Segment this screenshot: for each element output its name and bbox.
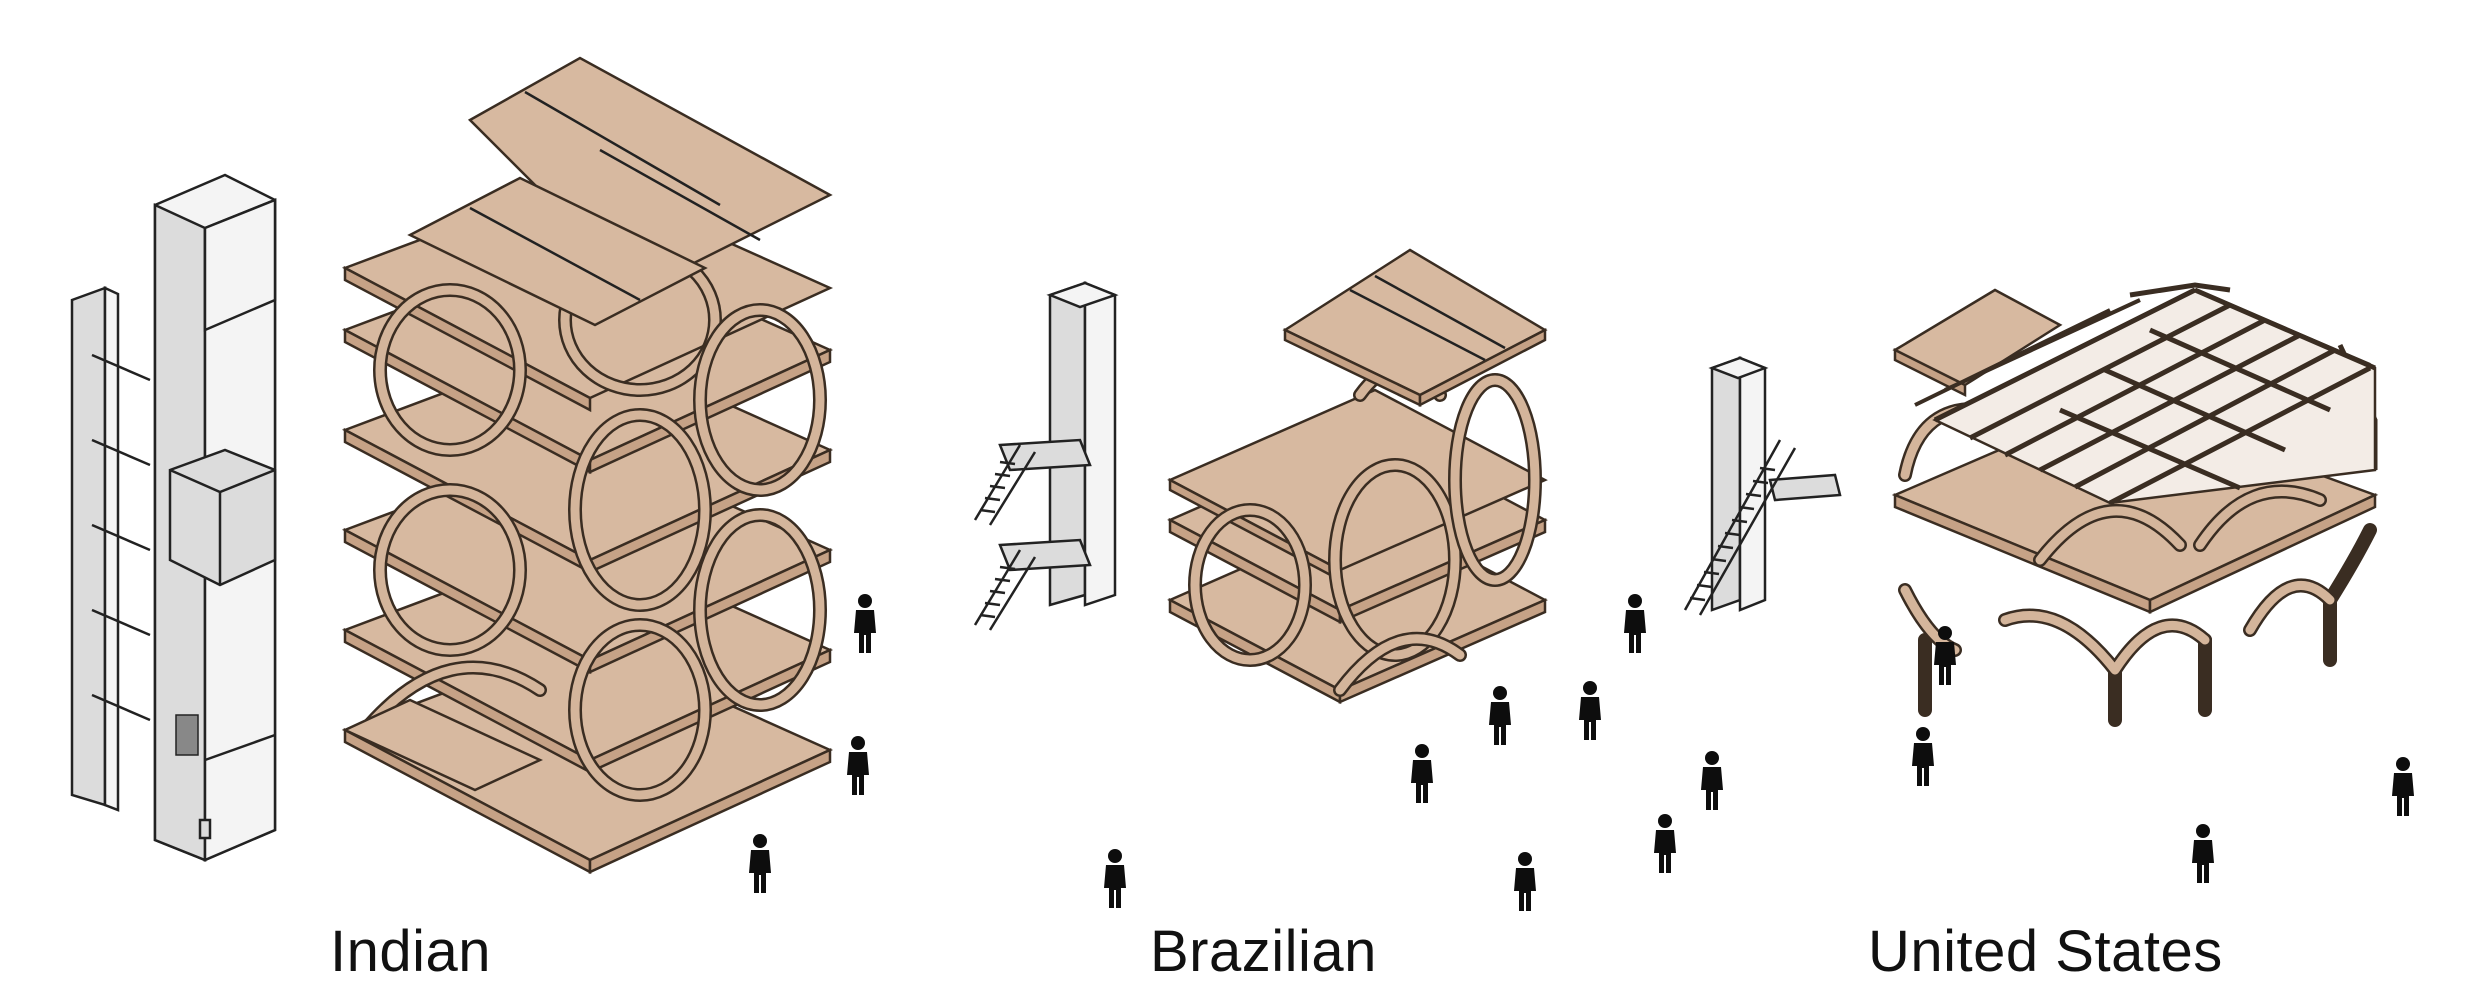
person-figure [1579, 681, 1601, 740]
person-figure [1514, 852, 1536, 911]
caption-indian: Indian [330, 919, 492, 984]
person-figure [1701, 751, 1723, 810]
scale-figures [749, 594, 2414, 911]
person-figure [1104, 849, 1126, 908]
person-figure [749, 834, 771, 893]
us-stair-core [1683, 356, 1842, 616]
person-figure [847, 736, 869, 795]
us-house [1891, 282, 2379, 727]
indian-top-deck [407, 56, 833, 327]
indian-service-core [70, 173, 277, 862]
brazilian-stair-core [973, 281, 1119, 631]
brazilian-house [1167, 248, 1548, 705]
indian-tower [341, 56, 834, 875]
person-figure [2192, 824, 2214, 883]
person-figure [854, 594, 876, 653]
person-figure [2392, 757, 2414, 816]
caption-brazilian: Brazilian [1150, 919, 1377, 984]
person-figure [1411, 744, 1433, 803]
person-figure [1624, 594, 1646, 653]
person-figure [1489, 686, 1511, 745]
caption-united-states: United States [1868, 919, 2223, 984]
person-figure [1912, 727, 1934, 786]
person-figure [1654, 814, 1676, 873]
